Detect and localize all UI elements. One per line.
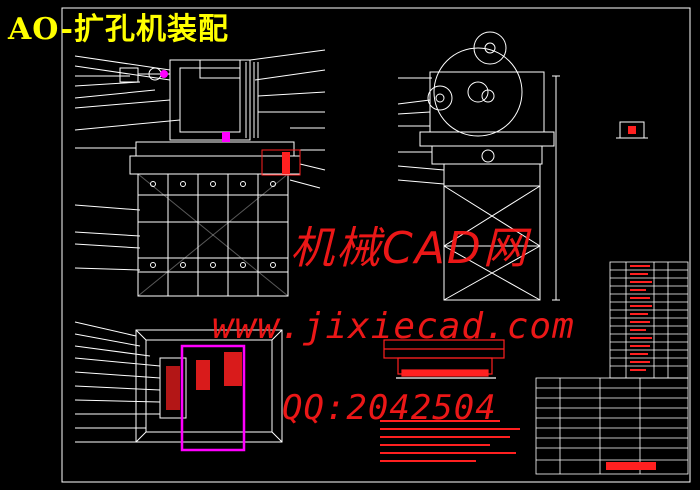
watermark-site-name: 机械CAD网: [290, 223, 529, 274]
drawing-title: AO-扩孔机装配: [8, 12, 229, 47]
top-view-highlights: [166, 344, 246, 452]
parts-list-entries: [606, 265, 656, 470]
detail-view: [616, 121, 648, 139]
technical-notes: [380, 420, 520, 462]
drawing-border: [61, 7, 691, 483]
watermark-qq: QQ:2042504: [282, 388, 497, 428]
section-view: [383, 339, 505, 379]
parts-list-table: [535, 261, 689, 475]
watermark-url: www.jixiecad.com: [212, 306, 575, 347]
top-view: [74, 321, 283, 443]
front-view-highlights: [160, 70, 301, 176]
side-view: [397, 31, 560, 301]
front-view: [74, 49, 326, 297]
